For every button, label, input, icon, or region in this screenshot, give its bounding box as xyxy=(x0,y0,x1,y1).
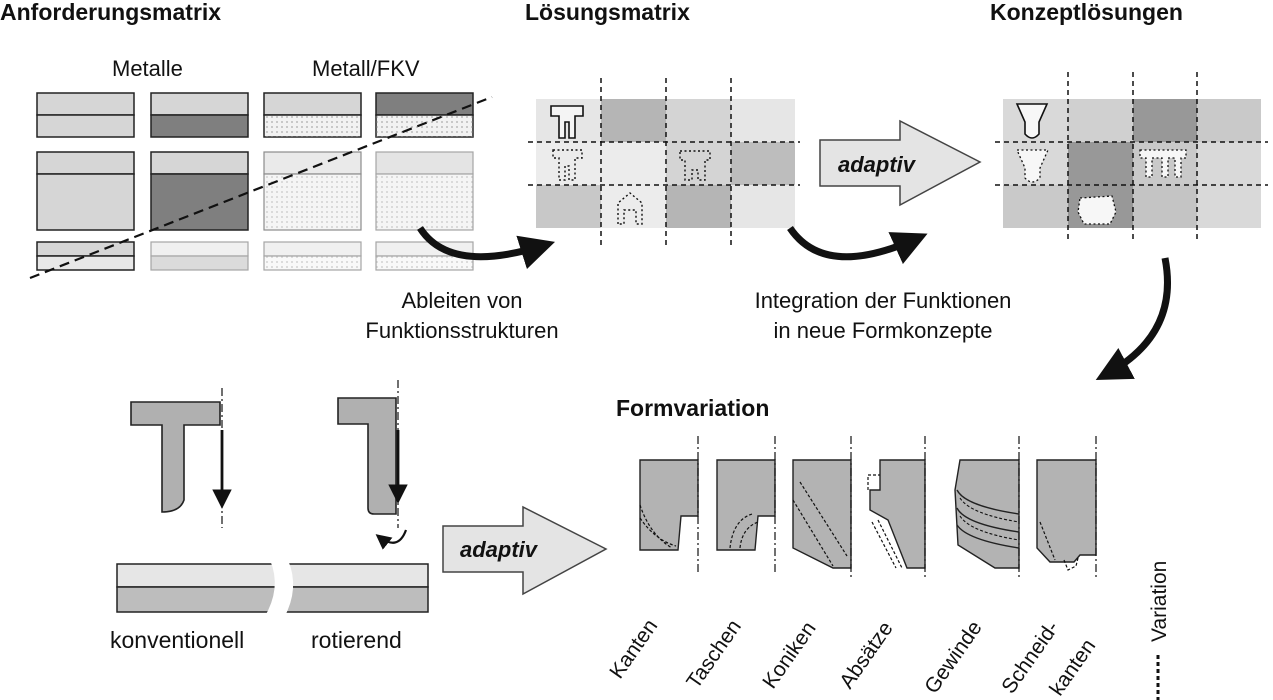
caption-derive-line2: Funktionsstrukturen xyxy=(365,318,558,343)
matrix-cell xyxy=(375,241,474,271)
tool-shape-icon xyxy=(1077,195,1117,225)
profile-threads xyxy=(954,436,1020,580)
matrix-cell xyxy=(150,151,249,231)
tool-shape-icon xyxy=(1015,103,1049,139)
matrix-cell xyxy=(150,92,249,138)
tool-shape-icon xyxy=(617,192,643,225)
tool-profile-conventional xyxy=(130,401,221,513)
label-threads: Gewinde xyxy=(920,617,986,698)
requirements-matrix: Metalle Metall/FKV xyxy=(29,56,493,280)
rotation-arrow-icon xyxy=(375,529,408,550)
matrix-cell xyxy=(375,151,474,231)
caption-derive-line1: Ableiten von xyxy=(401,288,522,313)
matrix-division-line xyxy=(29,95,493,280)
label-cones: Koniken xyxy=(758,618,820,693)
tool-shape-icon xyxy=(552,149,583,181)
profile-cones xyxy=(792,436,852,580)
solution-matrix xyxy=(528,78,800,248)
label-conventional: konventionell xyxy=(110,627,244,653)
profile-edges xyxy=(639,436,699,575)
matrix-cell xyxy=(263,241,362,271)
profile-steps xyxy=(867,436,926,580)
variation-legend: Variation xyxy=(1148,561,1171,700)
adaptive-arrow-top: adaptiv xyxy=(819,119,982,207)
matrix-cell xyxy=(36,241,135,271)
adaptive-label-top: adaptiv xyxy=(838,152,917,177)
column-group-metals: Metalle xyxy=(112,56,183,81)
heading-form-variation: Formvariation xyxy=(616,395,769,421)
label-rotating: rotierend xyxy=(311,627,402,653)
label-steps: Absätze xyxy=(835,618,897,693)
matrix-cell xyxy=(263,151,362,231)
tool-motion-illustration: konventionell rotierend xyxy=(110,380,429,653)
label-cutting-edges-line2: kanten xyxy=(1045,635,1100,700)
matrix-cell xyxy=(375,92,474,138)
curved-arrow-variation xyxy=(1095,257,1171,380)
concept-solutions-matrix xyxy=(995,72,1268,240)
matrix-cell xyxy=(36,92,135,138)
profile-cutting-edges xyxy=(1036,436,1097,580)
curved-arrow-integrate xyxy=(787,225,928,265)
tool-shape-icon xyxy=(1015,149,1050,183)
label-edges: Kanten xyxy=(605,615,662,683)
caption-integrate-line1: Integration der Funktionen xyxy=(755,288,1012,313)
heading-requirements-matrix: Anforderungsmatrix xyxy=(0,0,221,25)
caption-integrate-line2: in neue Formkonzepte xyxy=(774,318,993,343)
column-group-metal-frp: Metall/FKV xyxy=(312,56,420,81)
tool-shape-icon xyxy=(550,105,584,139)
profile-pockets xyxy=(716,436,776,575)
legend-label-variation: Variation xyxy=(1148,561,1171,642)
curved-arrow-derive xyxy=(417,226,556,270)
tool-shape-icon xyxy=(1139,149,1187,178)
form-variation-profiles xyxy=(639,436,1097,580)
matrix-cell xyxy=(263,92,362,138)
plate-break-mark xyxy=(264,560,294,618)
heading-concept-solutions: Konzeptlösungen xyxy=(990,0,1183,25)
adaptive-arrow-bottom: adaptiv xyxy=(442,505,608,596)
variation-labels: Kanten Taschen Koniken Absätze Gewinde S… xyxy=(605,615,1100,700)
matrix-cell xyxy=(36,151,135,231)
heading-solution-matrix: Lösungsmatrix xyxy=(525,0,690,25)
label-pockets: Taschen xyxy=(682,616,746,693)
tool-shape-icon xyxy=(679,150,711,181)
adaptive-label-bottom: adaptiv xyxy=(460,537,539,562)
matrix-cell xyxy=(150,241,249,271)
tool-profile-rotating xyxy=(337,397,397,515)
